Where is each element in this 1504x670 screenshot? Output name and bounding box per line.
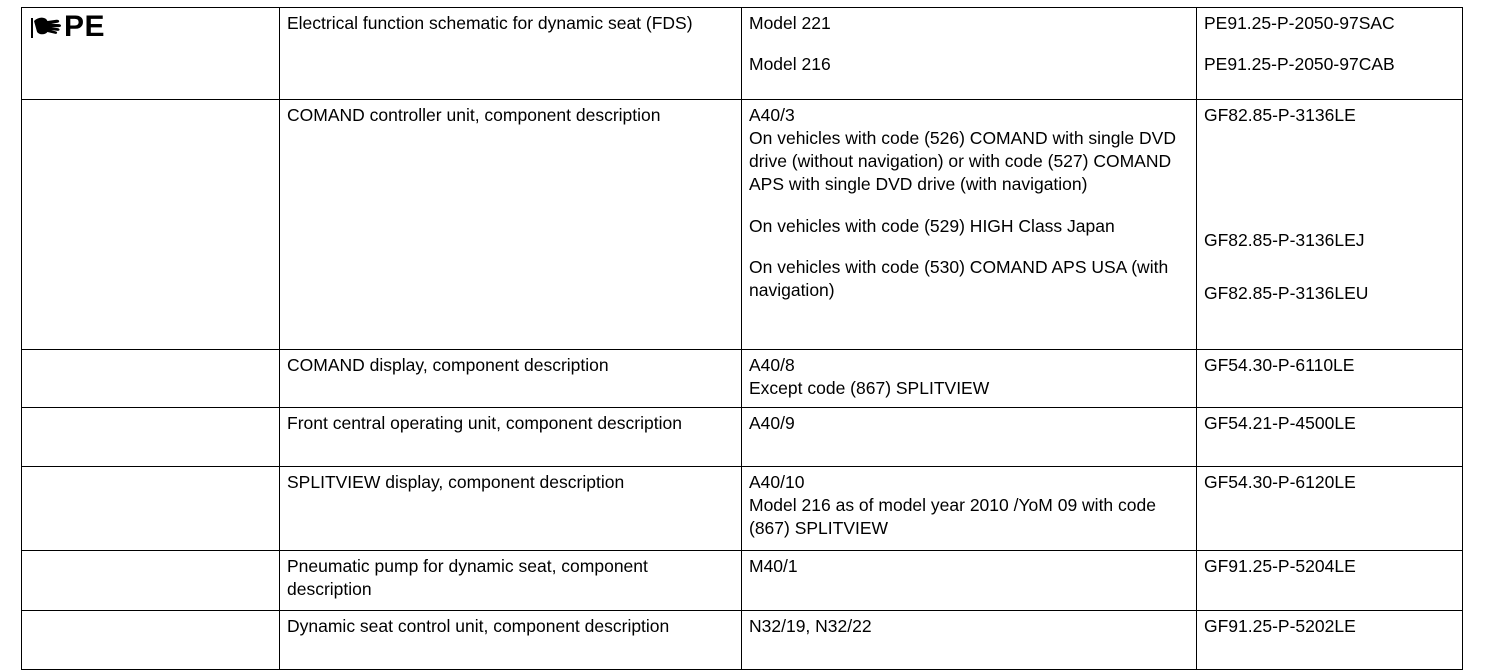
description-cell: COMAND controller unit, component descri…: [279, 99, 742, 350]
marker-label: PE: [64, 10, 106, 43]
description-cell: Front central operating unit, component …: [279, 407, 742, 467]
document-number-cell: GF91.25-P-5204LE: [1196, 550, 1463, 611]
component-cell: A40/3 On vehicles with code (526) COMAND…: [741, 99, 1197, 350]
document-number-cell: PE91.25-P-2050-97SAC PE91.25-P-2050-97CA…: [1196, 7, 1463, 100]
document-number-cell: GF54.30-P-6120LE: [1196, 466, 1463, 551]
description-cell: COMAND display, component description: [279, 349, 742, 408]
component-cell: M40/1: [741, 550, 1197, 611]
component-cell: A40/8 Except code (867) SPLITVIEW: [741, 349, 1197, 408]
description-cell: SPLITVIEW display, component description: [279, 466, 742, 551]
table-body: PE Electrical function schematic for dyn…: [21, 7, 1463, 670]
marker-cell: [21, 610, 280, 670]
table-row: SPLITVIEW display, component description…: [21, 466, 1463, 551]
marker-cell: PE: [21, 7, 280, 100]
table-row: Dynamic seat control unit, component des…: [21, 610, 1463, 670]
document-number-cell: GF82.85-P-3136LE GF82.85-P-3136LEJ GF82.…: [1196, 99, 1463, 350]
table-row: PE Electrical function schematic for dyn…: [21, 7, 1463, 100]
description-cell: Electrical function schematic for dynami…: [279, 7, 742, 100]
pointing-hand-icon: [29, 15, 63, 41]
marker-cell: [21, 550, 280, 611]
marker-cell: [21, 99, 280, 350]
description-cell: Dynamic seat control unit, component des…: [279, 610, 742, 670]
table-row: COMAND display, component description A4…: [21, 349, 1463, 408]
component-cell: A40/10 Model 216 as of model year 2010 /…: [741, 466, 1197, 551]
table-row: Pneumatic pump for dynamic seat, compone…: [21, 550, 1463, 611]
marker-cell: [21, 349, 280, 408]
component-cell: N32/19, N32/22: [741, 610, 1197, 670]
description-cell: Pneumatic pump for dynamic seat, compone…: [279, 550, 742, 611]
marker-cell: [21, 407, 280, 467]
table-row: COMAND controller unit, component descri…: [21, 99, 1463, 350]
service-documentation-table: PE Electrical function schematic for dyn…: [21, 7, 1463, 670]
document-number-cell: GF54.21-P-4500LE: [1196, 407, 1463, 467]
component-cell: A40/9: [741, 407, 1197, 467]
document-number-cell: GF91.25-P-5202LE: [1196, 610, 1463, 670]
table-row: Front central operating unit, component …: [21, 407, 1463, 467]
marker-cell: [21, 466, 280, 551]
component-cell: Model 221 Model 216: [741, 7, 1197, 100]
document-number-cell: GF54.30-P-6110LE: [1196, 349, 1463, 408]
